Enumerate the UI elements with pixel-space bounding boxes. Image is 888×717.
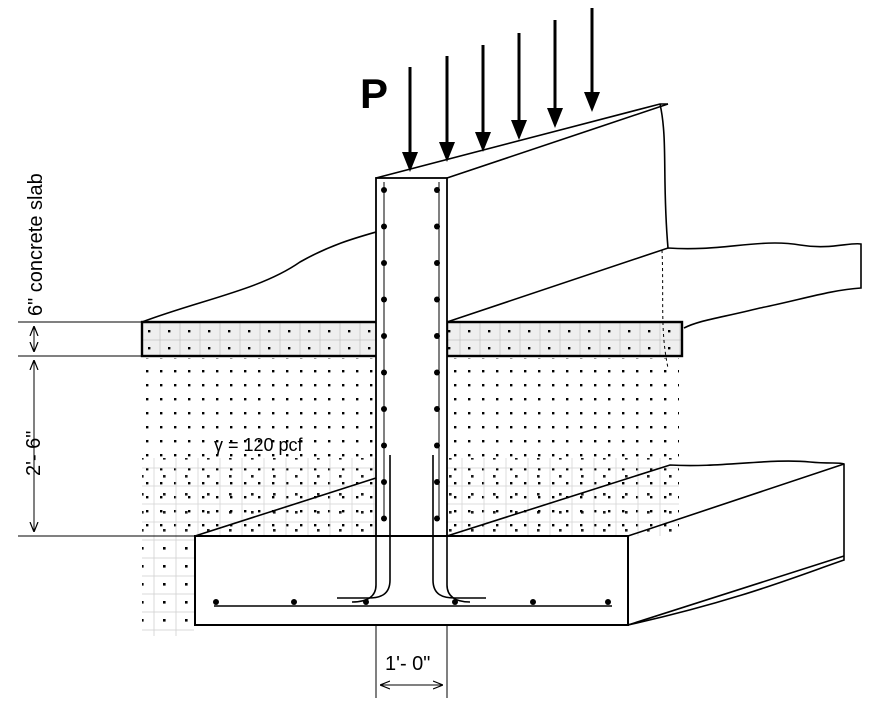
ground-line-lower-left [194,477,377,537]
rebar-dot [434,515,440,522]
rebar-dot [530,599,536,605]
ground-line-left [141,231,377,323]
rebar-dot [434,187,440,193]
rebar-dot [452,599,458,605]
rebar-dot [381,406,387,412]
rebar-dot [291,599,297,605]
wall-width-dimension: 1'- 0" [375,625,448,698]
load-arrow-head [439,142,455,162]
rebar-dot [381,296,387,303]
rebar-dot [381,260,387,266]
wall-width-label: 1'- 0" [385,653,430,675]
rebar-dot [434,406,440,412]
depth-label: 2'- 6" [23,431,45,476]
rebar-dot [434,479,440,485]
rebar-dot [434,260,440,266]
concrete-footing [194,455,845,626]
soil-backfill [142,358,679,636]
rebar-dot [381,333,387,339]
ground-line-lower-right [446,460,845,626]
concrete-wall [375,103,669,537]
rebar-dot [434,442,440,449]
rebar-dot [381,442,387,449]
rebar-dot [434,369,440,376]
rebar-dots [213,187,611,605]
rebar-dot [381,515,387,522]
slab-thickness-dimension: 6" concrete slab [18,173,142,357]
load-arrows [402,8,600,172]
load-arrow-head [584,92,600,112]
rebar-dot [363,599,369,605]
rebar-dot [381,223,387,230]
rebar-dot [381,479,387,485]
slab-thickness-label: 6" concrete slab [25,173,47,316]
rebar-dot [381,187,387,193]
rebar-dot [434,296,440,303]
depth-dimension: 2'- 6" [18,360,195,537]
load-arrow-head [511,120,527,140]
rebar-dot [434,333,440,339]
load-arrow-head [402,152,418,172]
load-arrow-head [547,108,563,128]
load-arrow-head [475,132,491,152]
rebar-dot [213,599,219,605]
rebar-dot [605,599,611,605]
load-label: P [360,70,388,117]
soil-unit-weight-label: γ = 120 pcf [214,435,304,455]
ground-line-right [446,242,862,329]
rebar-dot [381,369,387,376]
rebar-dot [434,223,440,230]
